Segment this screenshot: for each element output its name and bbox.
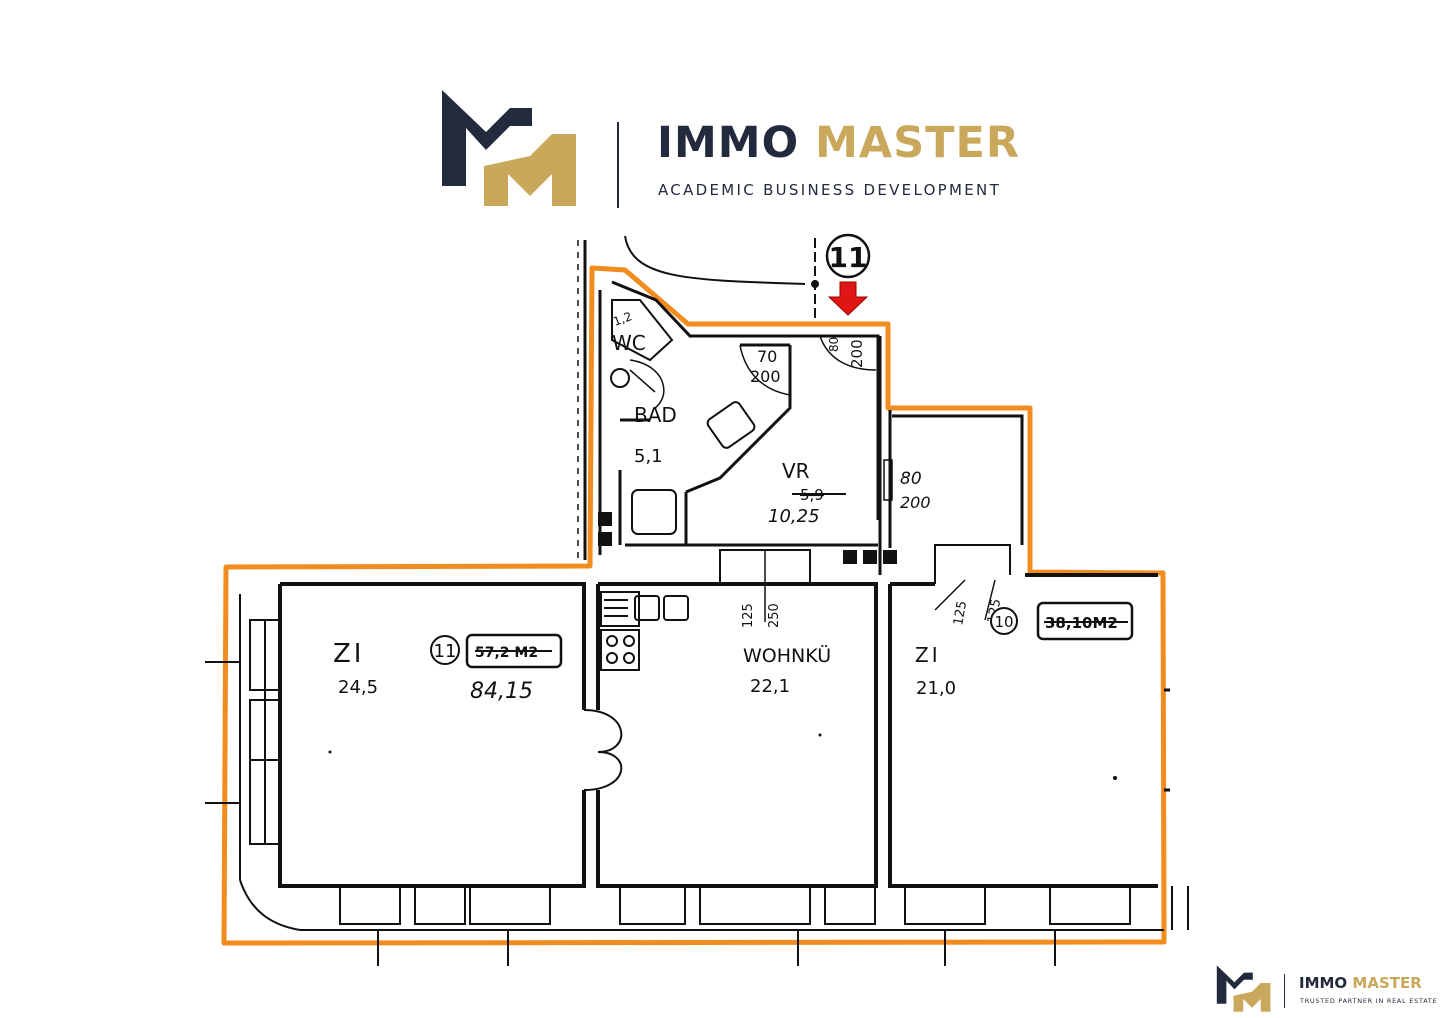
wc-label: WC bbox=[612, 331, 646, 355]
svg-text:10: 10 bbox=[994, 613, 1013, 631]
zi-left-area: 24,5 bbox=[338, 677, 378, 698]
footer-monogram-icon bbox=[1216, 965, 1271, 1012]
walls-upper bbox=[598, 280, 1024, 575]
footer-separator bbox=[1284, 974, 1285, 1008]
wohnkue-label: WOHNKÜ bbox=[743, 644, 831, 667]
chimney-marks bbox=[598, 512, 897, 564]
footer-brand-name: IMMO MASTER bbox=[1299, 974, 1422, 992]
apartment-outline bbox=[221, 265, 1167, 946]
footer-tagline: TRUSTED PARTNER IN REAL ESTATE bbox=[1300, 997, 1438, 1005]
svg-text:57,2 M2: 57,2 M2 bbox=[475, 645, 538, 661]
wc-dim: 1,2 bbox=[611, 309, 634, 329]
opening-a: 125 bbox=[741, 603, 756, 628]
brand-name: IMMO MASTER bbox=[657, 118, 1020, 168]
door-zi-w: 80 bbox=[900, 469, 922, 489]
entrance-h: 200 bbox=[848, 339, 866, 368]
neighbor-area-box bbox=[1036, 601, 1134, 641]
windows-bottom bbox=[300, 885, 1189, 966]
monogram-icon bbox=[442, 90, 576, 206]
walls-lower bbox=[278, 573, 1158, 888]
footer-logo: IMMO MASTER TRUSTED PARTNER IN REAL ESTA… bbox=[1216, 962, 1438, 1012]
zi-left-label: ZI bbox=[333, 639, 364, 669]
vr-label: VR bbox=[782, 459, 810, 483]
entrance-w: 80 bbox=[827, 337, 841, 352]
kitchen-fixtures bbox=[600, 591, 689, 671]
bad-area: 5,1 bbox=[634, 446, 663, 467]
wohnkue-area: 22,1 bbox=[750, 676, 790, 697]
area-box-old bbox=[465, 633, 563, 669]
door-bad-w: 70 bbox=[757, 347, 777, 366]
entrance-arrow-icon bbox=[827, 281, 869, 316]
corridor-curve bbox=[624, 235, 806, 285]
unit-marker-plan bbox=[430, 635, 460, 665]
windows-left bbox=[205, 594, 301, 931]
svg-text:11: 11 bbox=[434, 641, 457, 662]
zi-right-area: 21,0 bbox=[916, 678, 956, 699]
bad-label: BAD bbox=[634, 403, 677, 427]
neighbor-unit-marker bbox=[990, 607, 1018, 635]
vr-area-new: 10,25 bbox=[768, 506, 820, 527]
door-zi-h: 200 bbox=[900, 493, 931, 512]
zi-right-label: ZI bbox=[915, 643, 941, 667]
header-logo: IMMO MASTER ACADEMIC BUSINESS DEVELOPMEN… bbox=[440, 88, 1019, 210]
area-new-total: 84,15 bbox=[470, 679, 533, 704]
brand-tagline: ACADEMIC BUSINESS DEVELOPMENT bbox=[658, 181, 1002, 199]
logo-separator bbox=[617, 122, 619, 208]
opening-c: 125 bbox=[951, 600, 970, 627]
opening-b: 250 bbox=[767, 603, 782, 628]
unit-marker-top bbox=[825, 233, 871, 279]
door-bad-h: 200 bbox=[750, 367, 781, 386]
svg-text:11: 11 bbox=[829, 241, 868, 274]
